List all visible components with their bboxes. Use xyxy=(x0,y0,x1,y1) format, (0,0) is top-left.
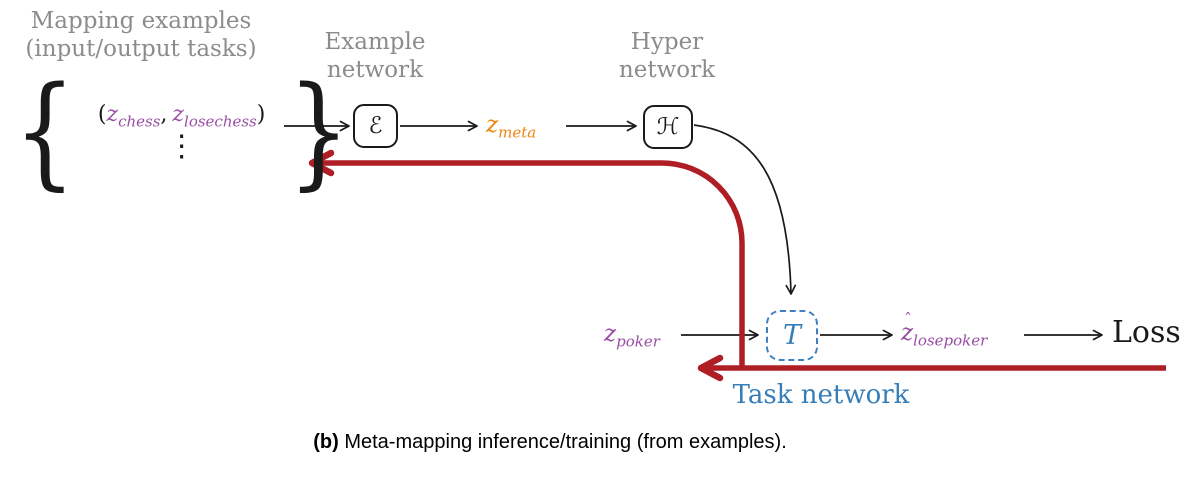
figure-caption: (b) Meta-mapping inference/training (fro… xyxy=(0,431,1100,454)
z-chess-sub: chess xyxy=(118,111,161,130)
mapping-examples-heading: Mapping examples (input/output tasks) xyxy=(2,8,280,63)
hyper-network-glyph: ℋ xyxy=(656,114,680,140)
hyper-network-node: ℋ xyxy=(643,105,693,149)
mapping-examples-heading-line2: (input/output tasks) xyxy=(25,35,257,62)
caption-text: Meta-mapping inference/training (from ex… xyxy=(344,431,787,453)
task-network-label: Task network xyxy=(732,380,910,410)
mapping-examples-set: { (zchess,zlosechess) ⋮ } xyxy=(6,60,357,203)
z-poker-sub: poker xyxy=(616,332,660,351)
open-brace: { xyxy=(13,60,76,203)
example-network-heading: Example network xyxy=(313,29,437,84)
example-network-heading-line2: network xyxy=(326,56,424,83)
mapping-examples-heading-line1: Mapping examples xyxy=(30,8,252,34)
example-network-node: ℰ xyxy=(353,104,398,148)
close-paren: ) xyxy=(256,101,266,127)
hyper-network-heading: Hyper network xyxy=(605,29,729,84)
set-body: (zchess,zlosechess) ⋮ xyxy=(84,102,280,163)
z-losepoker-sub: losepoker xyxy=(913,331,988,350)
z-losechess-base: z xyxy=(172,101,185,127)
z-poker-label: zpoker xyxy=(604,321,660,349)
z-poker-base: z xyxy=(604,321,617,347)
hyper-network-heading-line1: Hyper xyxy=(630,29,704,55)
open-paren: ( xyxy=(97,101,107,127)
hat-accent: ˆ xyxy=(904,310,912,329)
z-meta-sub: meta xyxy=(498,123,537,142)
task-network-node: T xyxy=(766,310,818,361)
z-meta-label: zmeta xyxy=(486,112,536,140)
pair-comma: , xyxy=(160,101,168,127)
z-losechess-sub: losechess xyxy=(184,111,257,130)
loss-label: Loss xyxy=(1112,315,1181,350)
vertical-dots: ⋮ xyxy=(166,128,197,164)
hyper-network-heading-line2: network xyxy=(618,56,716,83)
example-network-heading-line1: Example xyxy=(324,29,426,55)
z-meta-base: z xyxy=(486,112,499,138)
task-network-glyph: T xyxy=(782,320,801,351)
close-brace: } xyxy=(287,60,350,203)
z-losepoker-base: z xyxy=(901,320,914,346)
task-pair: (zchess,zlosechess) xyxy=(97,101,266,130)
arrow-hyper-net-to-task-net xyxy=(693,124,797,295)
caption-prefix: (b) xyxy=(313,431,339,453)
gradient-arrow-up-left xyxy=(308,149,745,368)
z-chess-base: z xyxy=(106,101,119,127)
example-network-glyph: ℰ xyxy=(368,113,383,139)
